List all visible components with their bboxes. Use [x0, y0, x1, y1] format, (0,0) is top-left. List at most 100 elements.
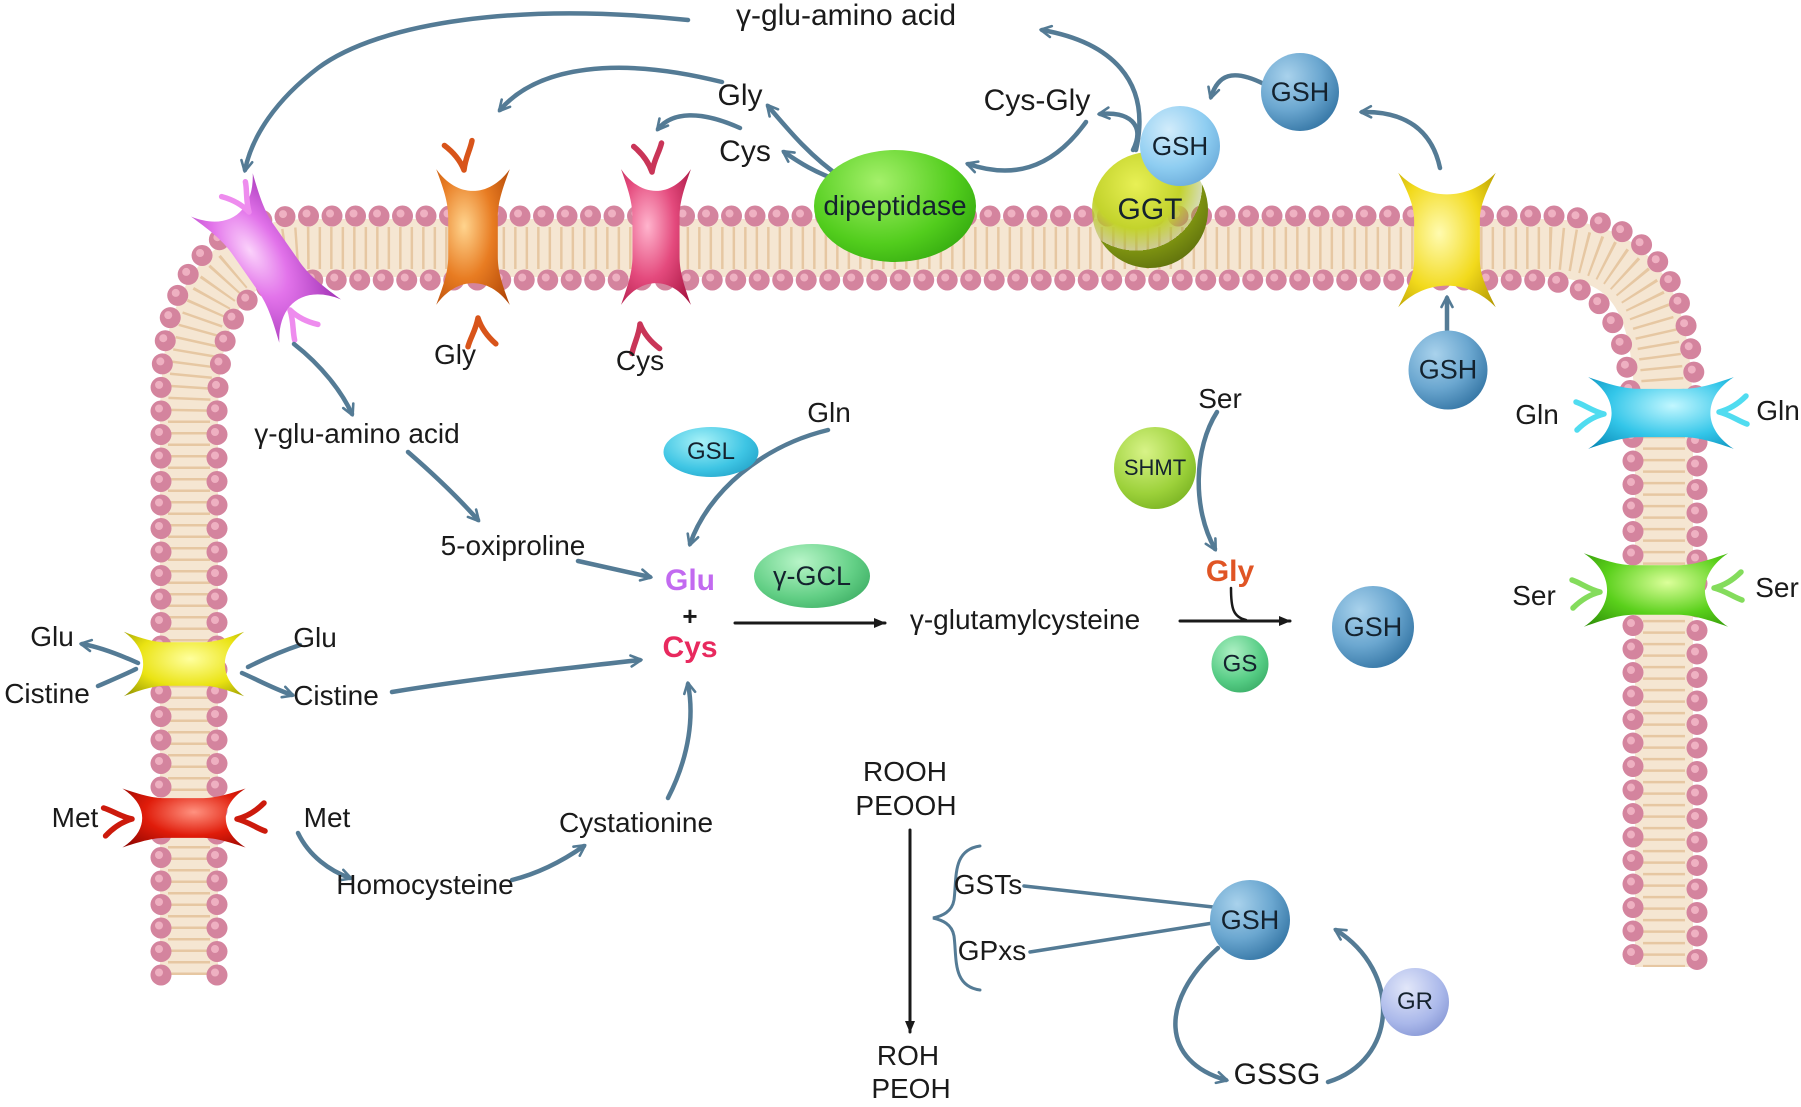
- label-homocysteine: Homocysteine: [336, 869, 514, 900]
- arrow-ggt-to-cysgly: [1097, 106, 1140, 153]
- label-met-in: Met: [303, 802, 351, 833]
- ggt-label: GGT: [1117, 193, 1183, 226]
- gsh-label: GSH: [1418, 354, 1478, 385]
- gsh-intracellular-export: GSH: [1408, 330, 1488, 410]
- label-5-oxiproline: 5-oxiproline: [440, 530, 586, 561]
- label-peooh: PEOOH: [855, 790, 957, 821]
- label-plus: +: [682, 601, 698, 631]
- arrow-gammaglu-to-purple-transporter: [240, 11, 691, 173]
- arrow-cysgly-to-dipeptidase: [965, 119, 1089, 174]
- arrow-cys-to-transporter: [655, 113, 743, 132]
- label-gssg: GSSG: [1233, 1058, 1321, 1091]
- label-ser-cytosol: Ser: [1198, 383, 1242, 414]
- shmt-label: SHMT: [1123, 455, 1187, 480]
- membrane: [150, 205, 1708, 986]
- label-gln-right: Gln: [1756, 395, 1800, 426]
- arm-crimson-top: [634, 143, 664, 173]
- label-gpxs: GPxs: [957, 935, 1027, 966]
- arm-ser-left: [1572, 580, 1600, 608]
- label-cys-released: Cys: [719, 135, 771, 168]
- label-cys-transporter: Cys: [615, 345, 665, 376]
- arrow-met-to-homocysteine: [295, 830, 353, 882]
- brace-enzymes: [932, 844, 982, 992]
- arrow-glu-inner-to-transporter: [245, 642, 303, 670]
- arm-gln-left: [1576, 402, 1604, 430]
- label-cys-gly: Cys-Gly: [983, 84, 1091, 117]
- label-glu-substrate: Glu: [665, 564, 715, 597]
- label-gly-substrate: Gly: [1205, 555, 1255, 588]
- arrow-gsh-to-ggt-gsh: [1207, 73, 1267, 100]
- arrow-oxiproline-to-glu: [575, 558, 653, 582]
- label-met-out: Met: [51, 802, 99, 833]
- enzyme-shmt: SHMT: [1114, 427, 1196, 509]
- label-gly-transporter: Gly: [434, 339, 476, 370]
- gr-label: GR: [1397, 988, 1433, 1015]
- arm-ser-right: [1714, 572, 1742, 600]
- membrane-heads-outer: [150, 205, 1708, 986]
- arrow-transporter-to-gsh-out: [1359, 104, 1443, 171]
- gsh-label: GSH: [1220, 904, 1280, 935]
- label-gln-cytosol: Gln: [807, 397, 851, 428]
- label-cistine-in: Cistine: [293, 680, 379, 711]
- dipeptidase-label: dipeptidase: [823, 190, 967, 221]
- arrow-glu-out: [79, 638, 141, 666]
- label-roh: ROH: [876, 1040, 940, 1071]
- arrow-gln-to-glu: [686, 427, 831, 547]
- label-glu-out: Glu: [30, 621, 74, 652]
- gsh-redox-cycle: GSH: [1210, 880, 1290, 960]
- arrow-to-cistine-inner: [239, 670, 295, 699]
- membrane-tails: [168, 227, 1685, 975]
- line-gpxs-to-gsh: [1028, 921, 1215, 954]
- arrow-cistine-in: [95, 666, 139, 689]
- label-cistine-out: Cistine: [4, 678, 90, 709]
- flow-arrows: [79, 11, 1454, 1085]
- gsh-on-ggt: GSH: [1140, 106, 1220, 186]
- gsh-label: GSH: [1151, 130, 1209, 161]
- arrow-ser-to-gly: [1196, 409, 1220, 552]
- ggcl-label: γ-GCL: [772, 560, 851, 591]
- label-ser-left: Ser: [1512, 580, 1556, 611]
- label-rooh: ROOH: [863, 756, 947, 787]
- gs-label: GS: [1222, 650, 1258, 677]
- gsh-label: GSH: [1270, 76, 1330, 107]
- arm-orange-top: [444, 141, 476, 173]
- label-cys-substrate: Cys: [662, 631, 718, 664]
- line-gsts-to-gsh: [1022, 884, 1215, 909]
- arrow-gsh-to-gssg: [1173, 945, 1229, 1085]
- label-gln-left: Gln: [1515, 399, 1559, 430]
- membrane-head-highlights: [154, 209, 1699, 977]
- label-glu-in: Glu: [293, 622, 337, 653]
- arrow-gammaglu-to-oxiproline: [405, 449, 481, 523]
- gsh-extracellular: GSH: [1261, 53, 1339, 131]
- label-peoh: PEOH: [871, 1073, 951, 1104]
- reaction-arrows: [733, 586, 1292, 1034]
- enzyme-gsl: GSL: [663, 427, 759, 477]
- gsh-label: GSH: [1343, 611, 1403, 642]
- arm-met-inner: [237, 803, 265, 831]
- arrow-ggt-to-gammaglu: [1039, 24, 1142, 153]
- label-gsts: GSTs: [953, 869, 1023, 900]
- label-gamma-glutamylcysteine: γ-glutamylcysteine: [909, 604, 1141, 635]
- label-gly-released: Gly: [717, 79, 763, 112]
- gsh-product: GSH: [1332, 586, 1414, 668]
- label-cystationine: Cystationine: [558, 807, 714, 838]
- arrow-homocysteine-to-cystationine: [509, 843, 587, 883]
- label-gamma-glu-amino-acid-inner: γ-glu-amino acid: [254, 418, 460, 449]
- arm-met-outer: [104, 807, 133, 836]
- enzyme-gs: GS: [1211, 635, 1269, 693]
- arrow-cistine-to-cys: [389, 654, 643, 695]
- gsl-label: GSL: [686, 438, 736, 465]
- arrow-gssg-to-gsh: [1325, 927, 1386, 1085]
- enzyme-dipeptidase: dipeptidase: [814, 150, 976, 262]
- enzyme-ggcl: γ-GCL: [754, 544, 870, 608]
- connector-gly-to-arrow: [1229, 586, 1248, 622]
- enzyme-gr: GR: [1381, 968, 1449, 1036]
- arrow-cystationine-to-cys: [665, 681, 697, 801]
- arrow-gly-to-transporter: [497, 65, 725, 113]
- label-ser-right: Ser: [1755, 572, 1799, 603]
- arm-gln-right: [1719, 396, 1747, 424]
- label-gamma-glu-amino-acid-top: γ-glu-amino acid: [735, 0, 957, 32]
- arrow-purple-to-inner-gammaglu: [291, 341, 355, 417]
